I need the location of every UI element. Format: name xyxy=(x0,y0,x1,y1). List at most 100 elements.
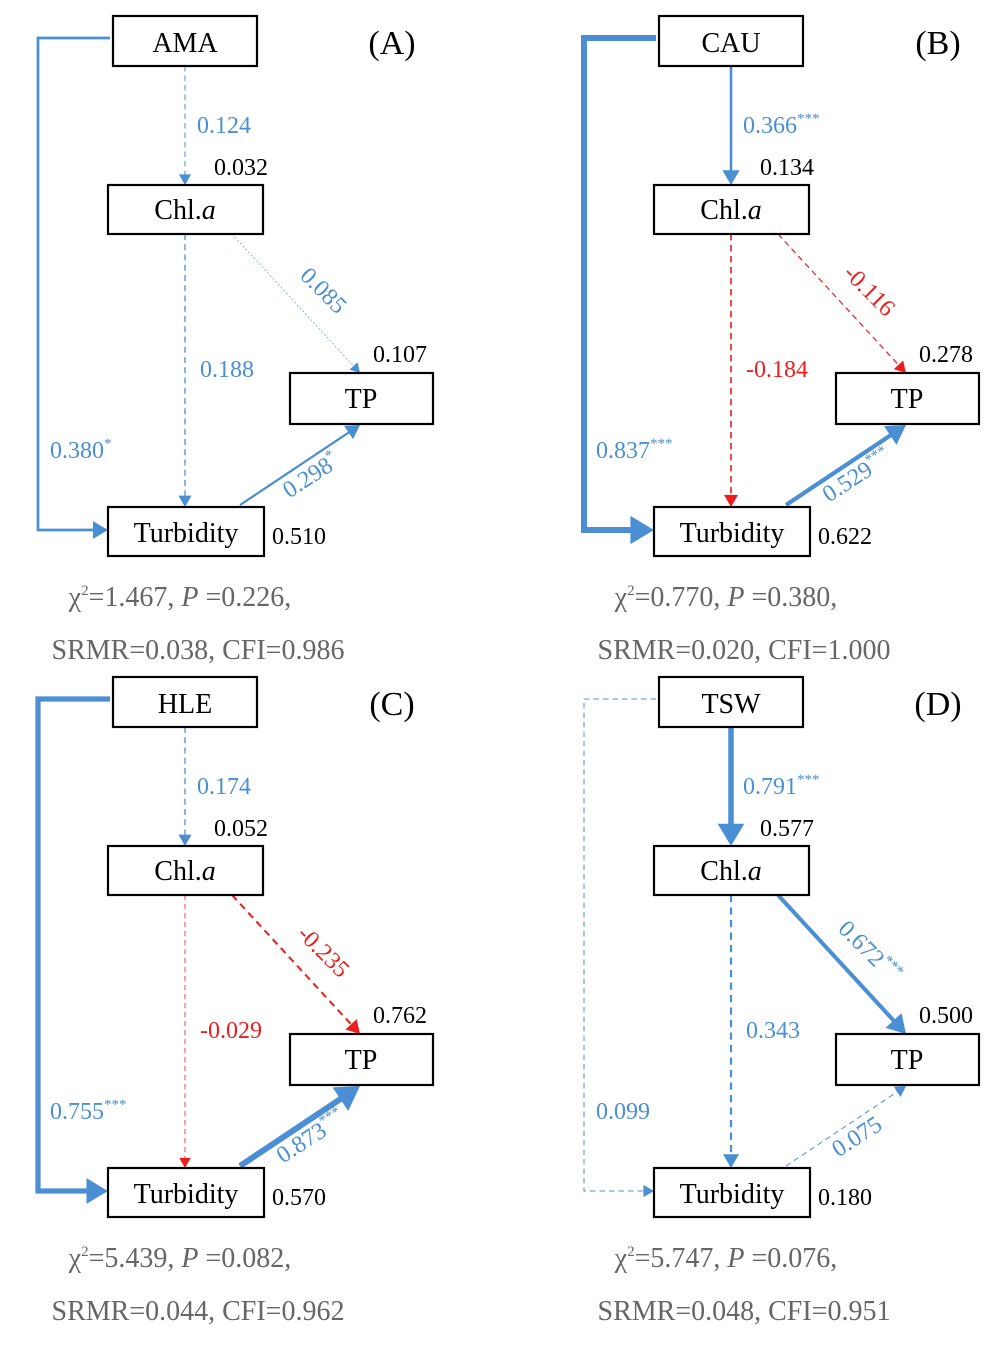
chla-node-box xyxy=(652,844,811,897)
source-node-box xyxy=(657,14,805,68)
tp-r2-value: 0.107 xyxy=(373,342,427,368)
path-source-chla-arrowhead xyxy=(717,823,745,846)
path-turbidity-tp-arrowhead xyxy=(332,1086,360,1111)
path-chla-tp-coefficient: -0.235 xyxy=(292,921,354,983)
tp-r2-value: 0.762 xyxy=(373,1003,427,1029)
path-source-chla-coefficient: 0.174 xyxy=(197,774,251,800)
path-chla-tp-arrowhead xyxy=(885,1013,906,1034)
path-source-turbidity-coefficient: 0.099 xyxy=(596,1099,650,1125)
fit-statistics-line-1: χ2=5.439, P =0.082, xyxy=(68,1243,292,1274)
tp-node-label: TP xyxy=(345,384,378,415)
path-source-chla-arrowhead xyxy=(722,170,740,185)
fit-statistics-line-1: χ2=5.747, P =0.076, xyxy=(614,1243,838,1274)
turbidity-r2-value: 0.510 xyxy=(272,524,326,550)
panel-b: CAUChl.aTPTurbidity(B)0.1340.2780.6220.3… xyxy=(581,14,981,666)
chla-node-label: Chl.a xyxy=(700,856,761,887)
fit-statistics-line-2: SRMR=0.020, CFI=1.000 xyxy=(598,635,891,666)
fit-statistics-line-1: χ2=1.467, P =0.226, xyxy=(68,582,292,613)
path-turbidity-tp-coefficient: 0.075 xyxy=(827,1112,886,1163)
path-source-turbidity-arrowhead xyxy=(86,1178,108,1204)
fit-statistics-line-2: SRMR=0.048, CFI=0.951 xyxy=(598,1296,891,1327)
turbidity-node-label: Turbidity xyxy=(134,1179,239,1210)
chla-r2-value: 0.052 xyxy=(214,816,268,842)
path-source-turbidity-arrowhead xyxy=(630,515,654,545)
tp-node-box xyxy=(834,1032,981,1087)
tp-node-box xyxy=(288,371,435,426)
turbidity-node-box xyxy=(652,505,812,558)
path-chla-turbidity-coefficient: -0.029 xyxy=(200,1018,262,1044)
turbidity-r2-value: 0.180 xyxy=(818,1185,872,1211)
source-node-label: CAU xyxy=(701,28,760,59)
panel-c: HLE Chl.aTP Turbidity (C) 0.052 0.762 0.570 0.1… xyxy=(35,675,435,1327)
tp-node-label: TP xyxy=(891,384,924,415)
chla-node-box xyxy=(106,183,265,236)
path-chla-turbidity-arrowhead xyxy=(179,1157,191,1168)
fit-statistics-line-1: χ2=0.770, P =0.380, xyxy=(614,582,838,613)
path-turbidity-tp-arrowhead xyxy=(884,425,906,445)
panel-letter: (C) xyxy=(369,686,414,723)
path-source-turbidity-coefficient: 0.755*** xyxy=(50,1097,127,1125)
path-chla-turbidity-coefficient: -0.184 xyxy=(746,357,808,383)
path-source-turbidity-coefficient: 0.837*** xyxy=(596,436,673,464)
turbidity-node-box xyxy=(106,1166,266,1219)
source-node-box xyxy=(111,14,259,68)
path-source-turbidity-line xyxy=(35,696,110,1194)
path-source-turbidity-arrowhead xyxy=(92,521,108,539)
source-node-box xyxy=(111,675,259,729)
source-node-label: TSW xyxy=(701,689,761,720)
path-chla-tp-line xyxy=(776,893,897,1024)
path-source-chla-coefficient: 0.124 xyxy=(197,113,251,139)
path-chla-turbidity-arrowhead xyxy=(722,1154,740,1168)
path-chla-tp-coefficient: 0.672*** xyxy=(833,914,907,988)
turbidity-node-box xyxy=(652,1166,812,1219)
path-source-turbidity-line xyxy=(581,35,656,533)
chla-node-box xyxy=(652,183,811,236)
chla-r2-value: 0.032 xyxy=(214,155,268,181)
chla-node-box xyxy=(106,844,265,897)
path-turbidity-tp-arrowhead xyxy=(344,425,360,440)
turbidity-node-label: Turbidity xyxy=(680,518,785,549)
chla-node-label: Chl.a xyxy=(154,195,215,226)
path-source-turbidity-line xyxy=(36,36,110,532)
path-source-chla-arrowhead xyxy=(178,834,192,846)
path-chla-tp-arrowhead xyxy=(893,360,906,373)
tp-node-label: TP xyxy=(891,1045,924,1076)
path-source-turbidity-coefficient: 0.380* xyxy=(50,436,112,464)
turbidity-node-label: Turbidity xyxy=(134,518,239,549)
source-node-label: HLE xyxy=(158,689,212,720)
tp-node-box xyxy=(288,1032,435,1087)
path-chla-turbidity-coefficient: 0.188 xyxy=(200,357,254,383)
path-source-chla-arrowhead xyxy=(178,174,192,185)
tp-r2-value: 0.500 xyxy=(919,1003,973,1029)
path-source-turbidity-arrowhead xyxy=(643,1184,654,1198)
fit-statistics-line-2: SRMR=0.038, CFI=0.986 xyxy=(52,635,345,666)
path-source-turbidity-line xyxy=(583,698,656,1192)
tp-node-label: TP xyxy=(345,1045,378,1076)
path-chla-tp-arrowhead xyxy=(345,1019,360,1034)
chla-node-label: Chl.a xyxy=(700,195,761,226)
tp-r2-value: 0.278 xyxy=(919,342,973,368)
panel-letter: (A) xyxy=(368,25,415,62)
panel-d: TSW Chl.aTP Turbidity (D) 0.577 0.500 0.180 0.7… xyxy=(583,675,981,1327)
panel-letter: (B) xyxy=(915,25,960,62)
turbidity-node-box xyxy=(106,505,266,558)
chla-r2-value: 0.134 xyxy=(760,155,814,181)
chla-r2-value: 0.577 xyxy=(760,816,814,842)
path-chla-turbidity-arrowhead xyxy=(723,494,739,507)
turbidity-node-label: Turbidity xyxy=(680,1179,785,1210)
path-chla-tp-line xyxy=(231,894,354,1027)
turbidity-r2-value: 0.570 xyxy=(272,1185,326,1211)
path-source-chla-coefficient: 0.791*** xyxy=(743,772,820,800)
path-turbidity-tp-line xyxy=(785,1090,899,1167)
source-node-box xyxy=(657,675,805,729)
path-chla-turbidity-arrowhead xyxy=(178,495,192,507)
path-turbidity-tp-line xyxy=(239,430,351,506)
tp-node-box xyxy=(834,371,981,426)
chla-node-label: Chl.a xyxy=(154,856,215,887)
panel-letter: (D) xyxy=(914,686,961,723)
turbidity-r2-value: 0.622 xyxy=(818,524,872,550)
path-chla-turbidity-coefficient: 0.343 xyxy=(746,1018,800,1044)
path-turbidity-tp-coefficient: 0.298* xyxy=(277,447,344,504)
